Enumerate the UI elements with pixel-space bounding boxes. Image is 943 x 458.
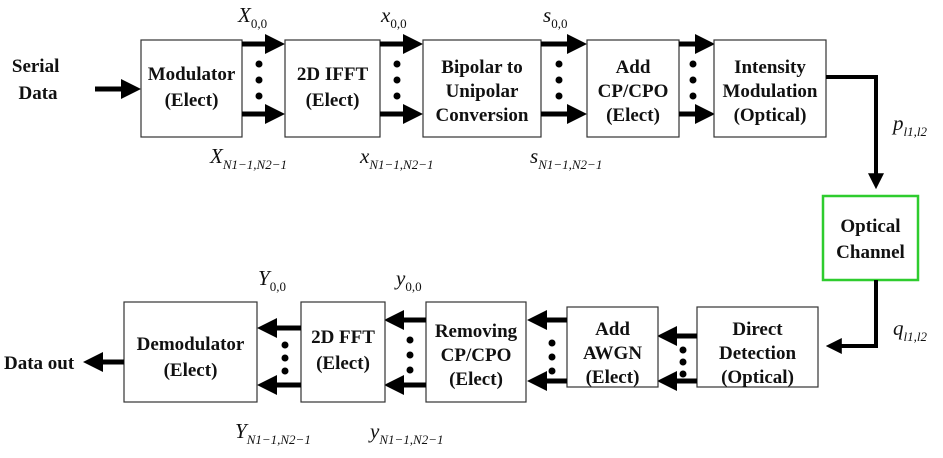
- symbol-X-top: X0,0: [237, 3, 267, 31]
- ifft-block: 2D IFFT(Elect): [284, 39, 381, 138]
- symbol-Y-bottom: YN1−1,N2−1: [235, 419, 311, 447]
- symbol-y-bottom: yN1−1,N2−1: [368, 419, 443, 447]
- parallel-arrows-ifft-bipolar: [380, 34, 423, 124]
- channel-to-rx-wire: [825, 280, 878, 354]
- symbol-s-top: s0,0: [543, 3, 567, 31]
- parallel-arrows-fft-demod: [257, 318, 301, 395]
- symbol-s-bottom: sN1−1,N2−1: [530, 144, 602, 172]
- svg-text:Modulator(Elect): Modulator(Elect): [148, 64, 236, 111]
- symbol-Y-top: Y0,0: [258, 266, 286, 294]
- parallel-arrows-awgn-removecp: [527, 310, 567, 391]
- modulator-block: Modulator(Elect): [140, 39, 243, 138]
- demodulator-block: Demodulator(Elect): [123, 301, 258, 403]
- parallel-arrows-bipolar-cp: [541, 34, 587, 124]
- parallel-arrows-removecp-fft: [384, 310, 426, 395]
- symbol-p: pl1,l2: [891, 111, 927, 139]
- symbol-x-bottom: xN1−1,N2−1: [359, 144, 433, 172]
- symbol-X-bottom: XN1−1,N2−1: [209, 144, 287, 172]
- data-out-label: Data out: [4, 353, 75, 374]
- symbol-y-top: y0,0: [394, 266, 422, 294]
- svg-text:Demodulator(Elect): Demodulator(Elect): [137, 334, 245, 381]
- parallel-arrows-mod-ifft: [242, 34, 285, 124]
- fft-block: 2D FFT(Elect): [300, 301, 386, 403]
- tx-to-channel-wire: [826, 75, 884, 190]
- serial-data-label: Serial Data: [12, 56, 64, 104]
- parallel-arrows-dd-awgn: [657, 326, 697, 391]
- svg-text:2D IFFT(Elect): 2D IFFT(Elect): [297, 64, 369, 111]
- parallel-arrows-cp-intensity: [679, 34, 715, 124]
- svg-text:2D FFT(Elect): 2D FFT(Elect): [311, 327, 375, 374]
- symbol-q: ql1,l2: [893, 316, 927, 344]
- symbol-x-top: x0,0: [380, 3, 407, 31]
